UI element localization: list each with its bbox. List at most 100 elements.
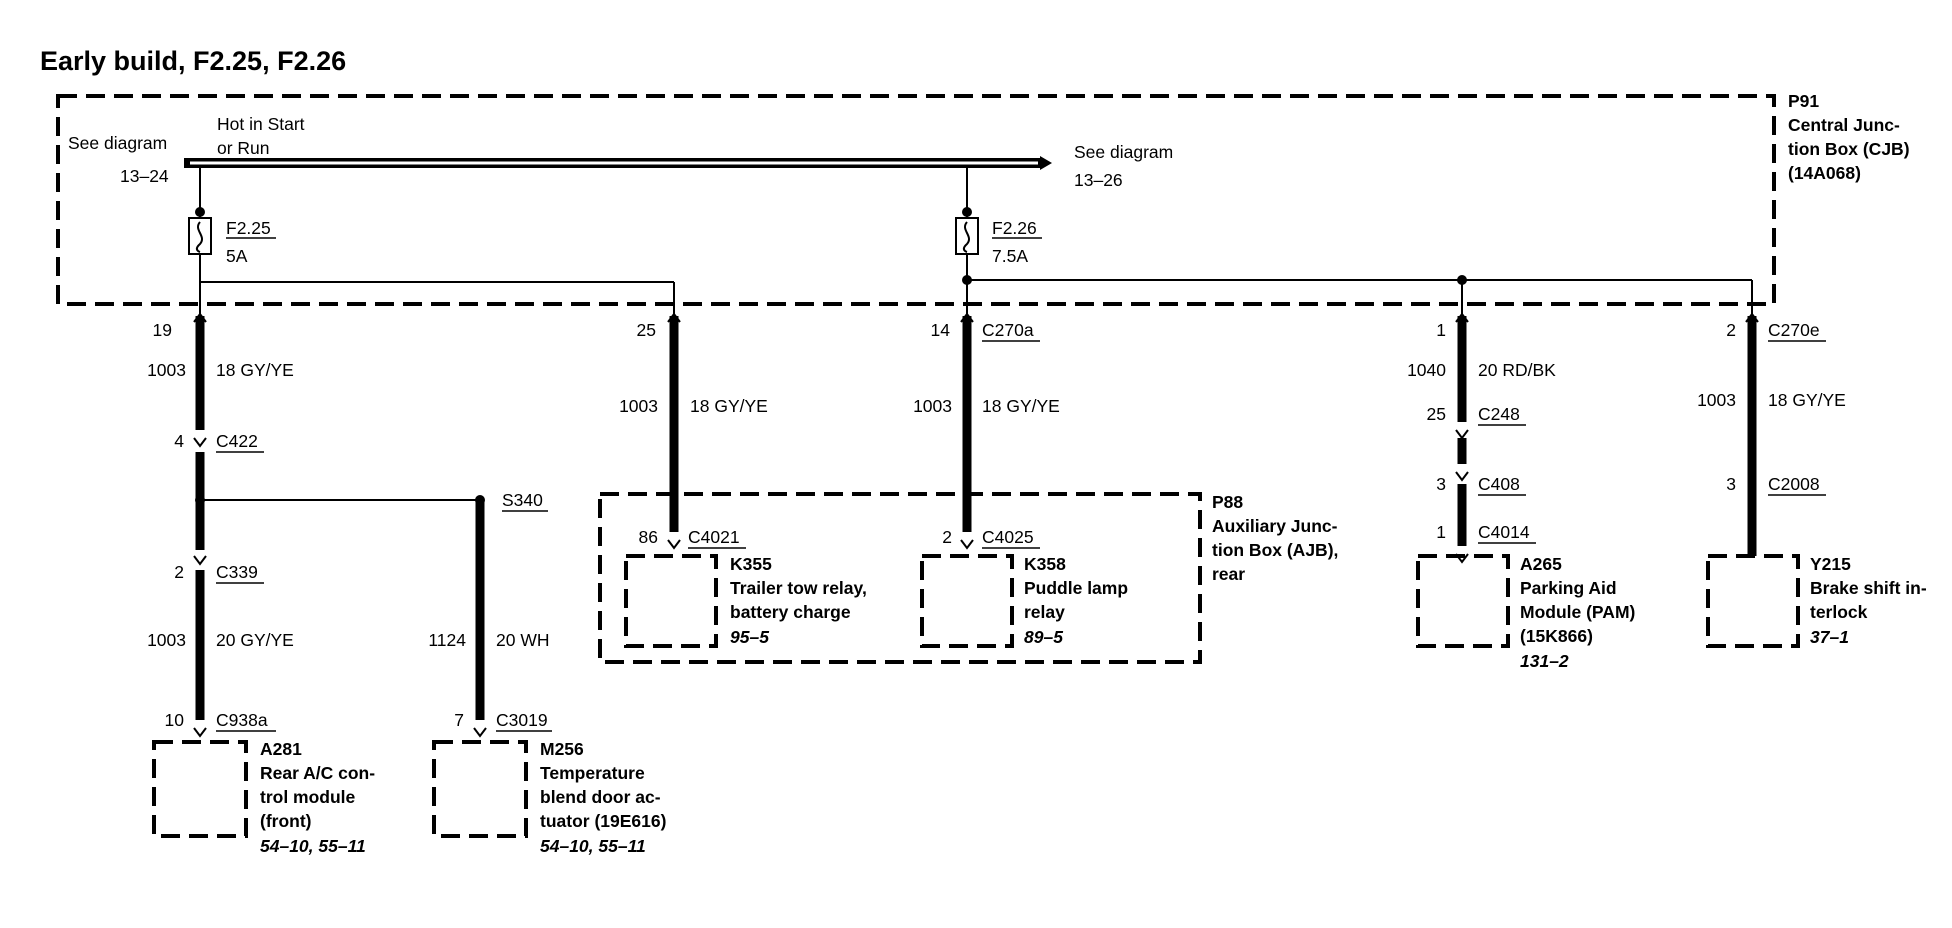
component-name: Module (PAM) bbox=[1520, 602, 1635, 622]
circuit-number: 1003 bbox=[147, 630, 186, 650]
component-name: terlock bbox=[1810, 602, 1868, 622]
circuit-1 bbox=[193, 312, 485, 738]
component-ref: 131–2 bbox=[1520, 651, 1569, 671]
component-id: K355 bbox=[730, 554, 772, 574]
circuit-5 bbox=[1745, 312, 1759, 556]
pin-number: 1 bbox=[1436, 320, 1446, 340]
pin-number: 2 bbox=[174, 562, 184, 582]
pin-number: 1 bbox=[1436, 522, 1446, 542]
component-id: K358 bbox=[1024, 554, 1066, 574]
pin-number: 25 bbox=[637, 320, 656, 340]
ajb-label: P88 Auxiliary Junc- tion Box (AJB), rear bbox=[1212, 492, 1338, 584]
component-ref: 37–1 bbox=[1810, 627, 1849, 647]
connector-id: C422 bbox=[216, 431, 258, 451]
component-ref: 54–10, 55–11 bbox=[260, 836, 366, 856]
pin-number: 19 bbox=[153, 320, 172, 340]
cjb-id: P91 bbox=[1788, 91, 1819, 111]
pin-number: 3 bbox=[1726, 474, 1736, 494]
component-name: Parking Aid bbox=[1520, 578, 1617, 598]
ajb-id: P88 bbox=[1212, 492, 1243, 512]
connector-id: C4021 bbox=[688, 527, 740, 547]
connector-id: C339 bbox=[216, 562, 258, 582]
cjb-name-line: tion Box (CJB) bbox=[1788, 139, 1910, 159]
bus-right-ref-page: 13–26 bbox=[1074, 170, 1123, 190]
connector-id: C2008 bbox=[1768, 474, 1820, 494]
cjb-name-line: (14A068) bbox=[1788, 163, 1861, 183]
fuse-f2-25 bbox=[188, 217, 212, 255]
component-name: blend door ac- bbox=[540, 787, 661, 807]
component-name: Trailer tow relay, bbox=[730, 578, 867, 598]
component-name: Brake shift in- bbox=[1810, 578, 1927, 598]
component-a281 bbox=[152, 740, 248, 838]
ajb-name-line: rear bbox=[1212, 564, 1245, 584]
bus-bar bbox=[184, 156, 1052, 170]
pin-number: 2 bbox=[942, 527, 952, 547]
connector-id: C270e bbox=[1768, 320, 1820, 340]
wire-color: 20 WH bbox=[496, 630, 549, 650]
connector-id: C248 bbox=[1478, 404, 1520, 424]
component-name: battery charge bbox=[730, 602, 851, 622]
connector-id: C270a bbox=[982, 320, 1034, 340]
connector-id: C4025 bbox=[982, 527, 1034, 547]
component-id: A281 bbox=[260, 739, 302, 759]
splice-id: S340 bbox=[502, 490, 543, 510]
cjb-name-line: Central Junc- bbox=[1788, 115, 1900, 135]
pin-number: 7 bbox=[454, 710, 464, 730]
wire-color: 18 GY/YE bbox=[1768, 390, 1846, 410]
component-m256 bbox=[432, 740, 528, 838]
bus-arrow-icon bbox=[1040, 156, 1052, 170]
pin-number: 4 bbox=[174, 431, 184, 451]
ajb-name-line: tion Box (AJB), bbox=[1212, 540, 1338, 560]
cjb-label: P91 Central Junc- tion Box (CJB) (14A068… bbox=[1788, 91, 1910, 183]
circuit-4 bbox=[1455, 312, 1469, 564]
component-k355 bbox=[624, 554, 718, 648]
component-name: Temperature bbox=[540, 763, 645, 783]
diagram-title: Early build, F2.25, F2.26 bbox=[40, 46, 346, 76]
component-ref: 89–5 bbox=[1024, 627, 1063, 647]
component-y215 bbox=[1706, 554, 1800, 648]
fuse-rating: 7.5A bbox=[992, 246, 1028, 266]
circuit-2 bbox=[667, 312, 681, 550]
wire-color: 20 RD/BK bbox=[1478, 360, 1556, 380]
wire-color: 18 GY/YE bbox=[690, 396, 768, 416]
bus-hot-label: or Run bbox=[217, 138, 270, 158]
fuse-rating: 5A bbox=[226, 246, 248, 266]
bus-left-ref: See diagram bbox=[68, 133, 167, 153]
fuse-id: F2.25 bbox=[226, 218, 271, 238]
pin-number: 25 bbox=[1427, 404, 1446, 424]
bus-right-ref: See diagram bbox=[1074, 142, 1173, 162]
bus-left-ref-page: 13–24 bbox=[120, 166, 169, 186]
component-name: (front) bbox=[260, 811, 312, 831]
fuse-icon bbox=[962, 221, 970, 253]
pin-number: 86 bbox=[639, 527, 658, 547]
pin-number: 14 bbox=[931, 320, 951, 340]
pin-number: 10 bbox=[165, 710, 185, 730]
component-name: (15K866) bbox=[1520, 626, 1593, 646]
component-a265 bbox=[1416, 554, 1510, 648]
connector-id: C3019 bbox=[496, 710, 548, 730]
circuit-s340 bbox=[473, 500, 487, 738]
component-id: M256 bbox=[540, 739, 584, 759]
circuit-number: 1003 bbox=[147, 360, 186, 380]
ajb-name-line: Auxiliary Junc- bbox=[1212, 516, 1338, 536]
connector-id: C938a bbox=[216, 710, 268, 730]
wire-color: 20 GY/YE bbox=[216, 630, 294, 650]
component-name: tuator (19E616) bbox=[540, 811, 666, 831]
cjb-outline bbox=[56, 94, 1776, 306]
component-k358 bbox=[920, 554, 1014, 648]
circuit-number: 1003 bbox=[1697, 390, 1736, 410]
wire-color: 18 GY/YE bbox=[216, 360, 294, 380]
fuse-f2-26 bbox=[955, 217, 979, 255]
component-id: Y215 bbox=[1810, 554, 1851, 574]
ajb-outline bbox=[598, 492, 1202, 664]
component-name: relay bbox=[1024, 602, 1065, 622]
connector-id: C408 bbox=[1478, 474, 1520, 494]
fuse-icon bbox=[195, 221, 203, 253]
bus-hot-label: Hot in Start bbox=[217, 114, 305, 134]
pin-number: 3 bbox=[1436, 474, 1446, 494]
circuit-number: 1003 bbox=[913, 396, 952, 416]
circuit-3 bbox=[960, 312, 974, 550]
circuit-number: 1124 bbox=[428, 630, 466, 650]
component-name: trol module bbox=[260, 787, 356, 807]
